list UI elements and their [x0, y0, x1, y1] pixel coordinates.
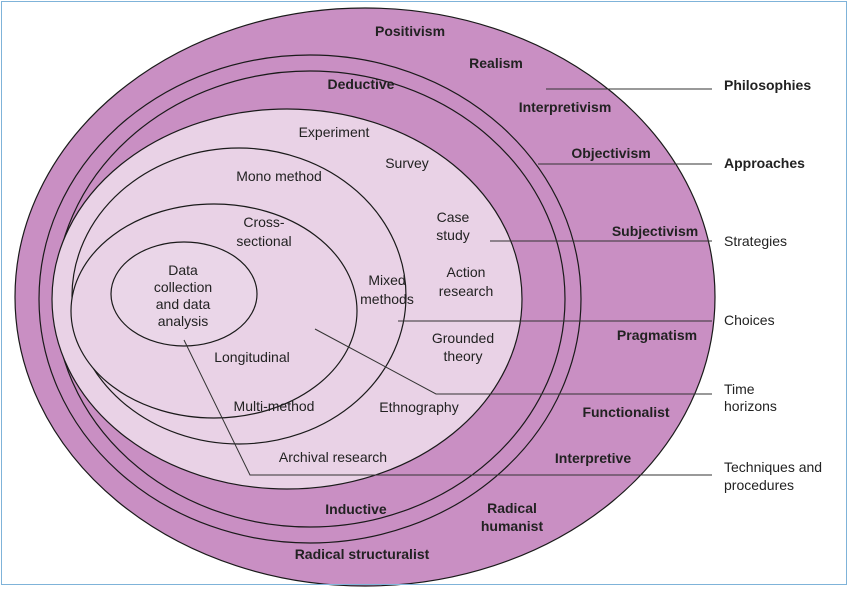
label-cross-sectional-2: sectional [236, 233, 291, 249]
label-survey: Survey [385, 155, 429, 171]
legend-techniques-1: Techniques and [724, 459, 822, 475]
label-interpretive: Interpretive [555, 450, 631, 466]
label-mixed-methods-2: methods [360, 291, 414, 307]
label-radical-humanist-2: humanist [481, 518, 544, 534]
leader-techniques [183, 339, 712, 476]
label-pragmatism: Pragmatism [617, 327, 697, 343]
label-functionalist: Functionalist [582, 404, 669, 420]
label-radical-humanist-1: Radical [487, 500, 537, 516]
label-mixed-methods-1: Mixed [368, 272, 405, 288]
label-deductive: Deductive [328, 76, 395, 92]
label-core-3: and data [156, 296, 211, 312]
label-positivism: Positivism [375, 23, 445, 39]
label-subjectivism: Subjectivism [612, 223, 698, 239]
label-realism: Realism [469, 55, 523, 71]
label-core-1: Data [168, 262, 198, 278]
label-experiment: Experiment [299, 124, 370, 140]
layer-core [110, 241, 258, 347]
label-mono-method: Mono method [236, 168, 322, 184]
label-action-research-2: research [439, 283, 493, 299]
legend-philosophies: Philosophies [724, 77, 811, 93]
label-longitudinal: Longitudinal [214, 349, 290, 365]
legend-approaches: Approaches [724, 155, 805, 171]
legend-strategies: Strategies [724, 233, 787, 249]
label-interpretivism: Interpretivism [519, 99, 612, 115]
label-grounded-theory-2: theory [444, 348, 483, 364]
label-radical-structuralist: Radical structuralist [295, 546, 430, 562]
legend-techniques-2: procedures [724, 477, 794, 493]
label-grounded-theory-1: Grounded [432, 330, 494, 346]
label-core-2: collection [154, 279, 212, 295]
label-action-research-1: Action [447, 264, 486, 280]
label-case-study-2: study [436, 227, 469, 243]
label-multi-method: Multi-method [234, 398, 315, 414]
label-archival-research: Archival research [279, 449, 387, 465]
label-inductive: Inductive [325, 501, 387, 517]
leader-time-horizons [314, 328, 712, 395]
label-cross-sectional-1: Cross- [243, 214, 285, 230]
label-core-4: analysis [158, 313, 209, 329]
label-case-study-1: Case [437, 209, 470, 225]
legend-choices: Choices [724, 312, 775, 328]
legend-time-horizons-2: horizons [724, 398, 777, 414]
legend-time-horizons-1: Time [724, 381, 755, 397]
label-objectivism: Objectivism [571, 145, 650, 161]
label-ethnography: Ethnography [379, 399, 458, 415]
